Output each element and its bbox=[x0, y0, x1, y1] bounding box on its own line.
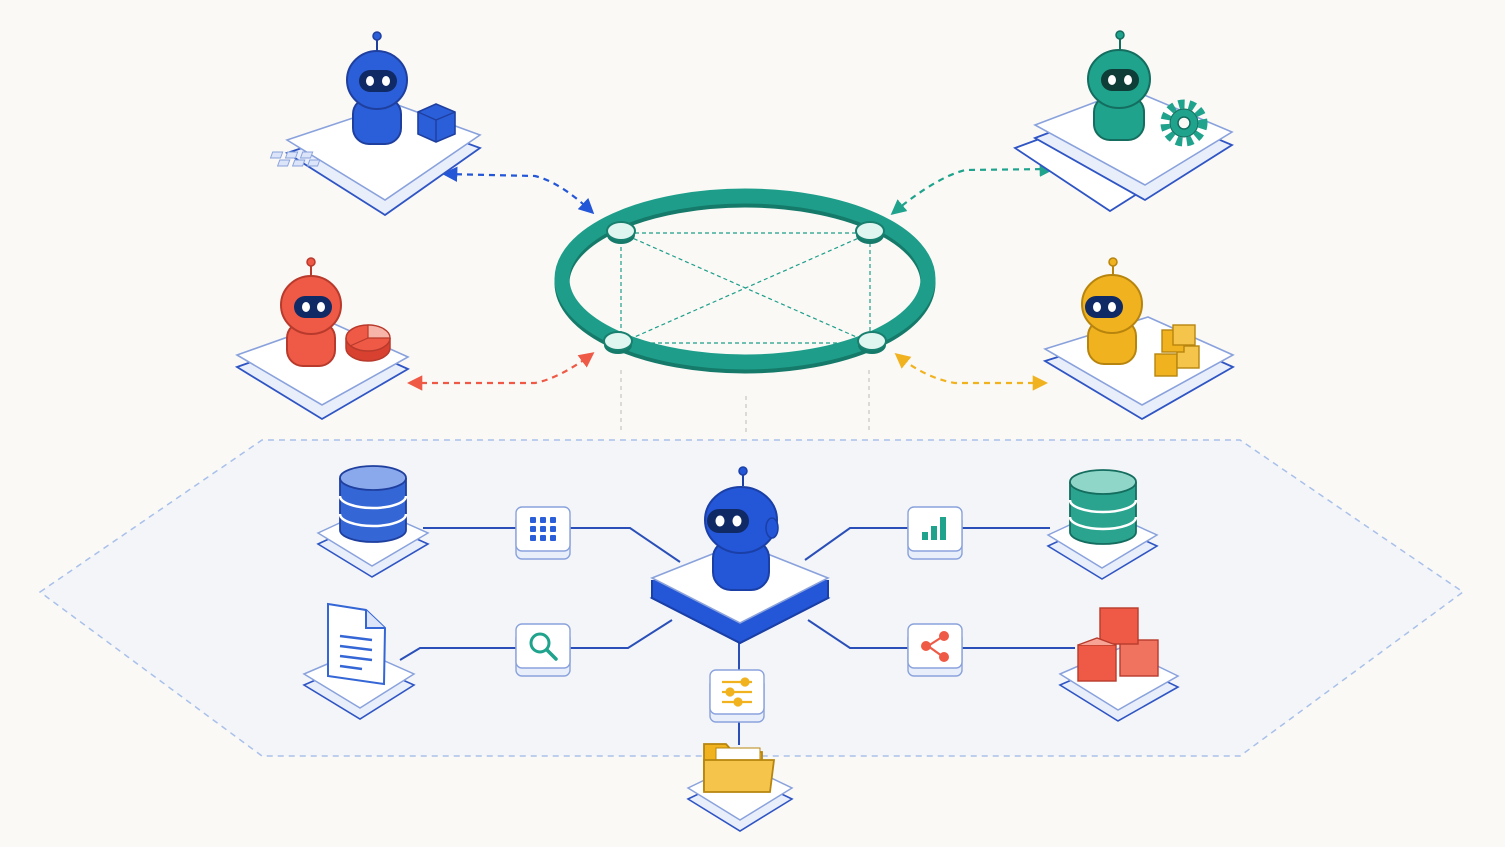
robot-icon bbox=[280, 257, 342, 367]
robot-icon bbox=[1087, 30, 1151, 141]
arrow-orange-agent bbox=[894, 353, 1049, 391]
folder-icon bbox=[703, 743, 776, 793]
robot-icon bbox=[346, 31, 408, 145]
ring-node bbox=[603, 331, 633, 354]
robot-icon bbox=[704, 466, 779, 591]
document bbox=[302, 602, 416, 720]
grid-connector bbox=[515, 506, 571, 560]
agent-blue-station bbox=[269, 31, 482, 217]
search-icon bbox=[529, 632, 558, 661]
arrow-red-agent bbox=[406, 352, 595, 391]
ring-node bbox=[857, 331, 887, 354]
ring-node bbox=[606, 221, 636, 244]
gear-icon bbox=[1160, 99, 1208, 147]
arrow-blue-agent bbox=[441, 166, 595, 215]
agent-orange-station bbox=[1042, 257, 1235, 421]
robot-icon bbox=[1081, 257, 1143, 365]
cubes-icon bbox=[1077, 607, 1159, 682]
share-icon bbox=[921, 631, 949, 662]
pie-chart-icon bbox=[345, 324, 391, 362]
arrow-teal-agent bbox=[890, 161, 1056, 215]
database-blue bbox=[316, 465, 430, 578]
sliders-connector bbox=[709, 669, 765, 723]
cubes-red bbox=[1058, 607, 1180, 722]
search-connector bbox=[515, 623, 571, 677]
document-icon bbox=[327, 602, 387, 686]
agent-teal-station bbox=[1013, 30, 1234, 213]
folder bbox=[686, 743, 794, 832]
ring-node bbox=[855, 221, 885, 244]
cube-icon bbox=[417, 103, 456, 143]
sliders-icon bbox=[722, 677, 752, 707]
communication-ring bbox=[554, 188, 936, 374]
database-icon bbox=[1068, 469, 1138, 545]
keypad-grid-icon bbox=[269, 151, 321, 167]
bar-chart-icon bbox=[922, 517, 946, 540]
bar-chart-connector bbox=[907, 506, 963, 560]
database-icon bbox=[338, 465, 408, 543]
agent-red-station bbox=[234, 257, 410, 421]
hub-agent-station bbox=[649, 466, 831, 645]
grid-icon bbox=[530, 517, 556, 541]
connection-lines bbox=[399, 527, 1075, 745]
ring-drop-lines bbox=[620, 370, 870, 432]
boxes-stack-icon bbox=[1154, 324, 1200, 377]
database-teal bbox=[1046, 469, 1159, 580]
share-connector bbox=[907, 623, 963, 677]
